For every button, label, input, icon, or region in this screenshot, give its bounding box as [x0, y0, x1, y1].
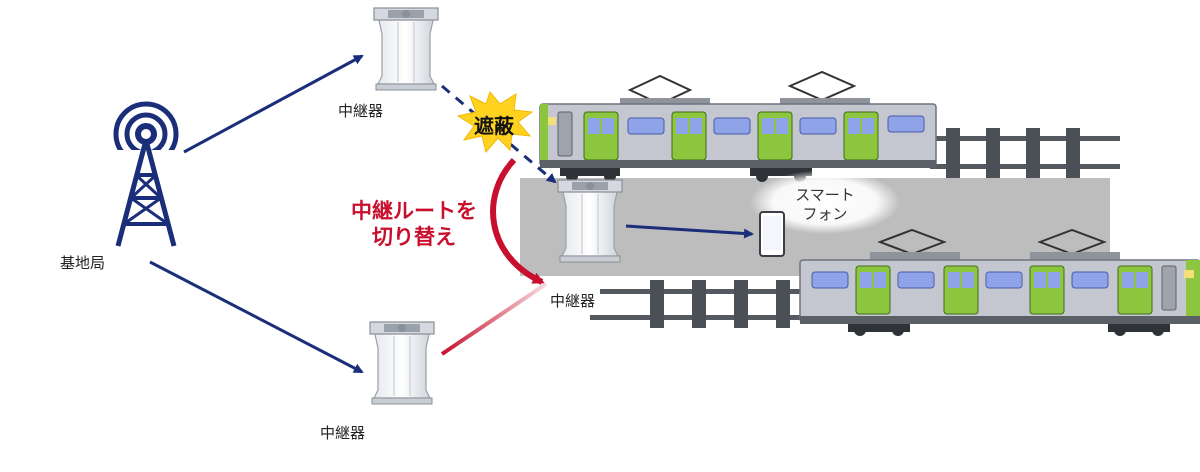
smartphone-glow	[750, 170, 900, 234]
repeater-unit-icon	[369, 321, 435, 405]
blocking-label: 遮蔽	[474, 114, 514, 138]
link-base-to-bottom-repeater	[149, 260, 364, 374]
pantograph-icon	[787, 70, 857, 102]
smartphone-label-line1: スマート	[795, 186, 855, 204]
lower-track	[590, 280, 820, 328]
link-bottom-to-mid-repeater	[440, 282, 548, 356]
burst-icon	[456, 90, 534, 154]
upper-train	[539, 70, 937, 182]
radio-tower-icon	[112, 101, 180, 247]
repeater-mid-label: 中継器	[550, 292, 596, 310]
pantograph-icon	[877, 228, 947, 256]
route-switch-label: 中継ルートを 切り替え	[344, 198, 484, 250]
smartphone-label-line2: フォン	[802, 205, 848, 223]
upper-track	[930, 128, 1120, 178]
route-switch-arrow	[490, 157, 545, 285]
base-station-label: 基地局	[60, 254, 106, 272]
smartphone-label: スマート フォン	[780, 186, 870, 224]
link-base-to-top-repeater	[183, 54, 364, 154]
repeater-bottom-label: 中継器	[320, 424, 366, 442]
lower-train	[799, 228, 1200, 336]
link-mid-repeater-to-smartphone	[625, 224, 754, 239]
route-switch-label-line2: 切り替え	[372, 225, 456, 249]
repeater-unit-icon	[373, 7, 439, 91]
route-switch-label-line1: 中継ルートを	[351, 199, 477, 223]
repeater-unit-icon	[557, 179, 623, 263]
smartphone-icon	[759, 211, 785, 257]
pantograph-icon	[1037, 228, 1107, 256]
repeater-top-label: 中継器	[338, 102, 384, 120]
